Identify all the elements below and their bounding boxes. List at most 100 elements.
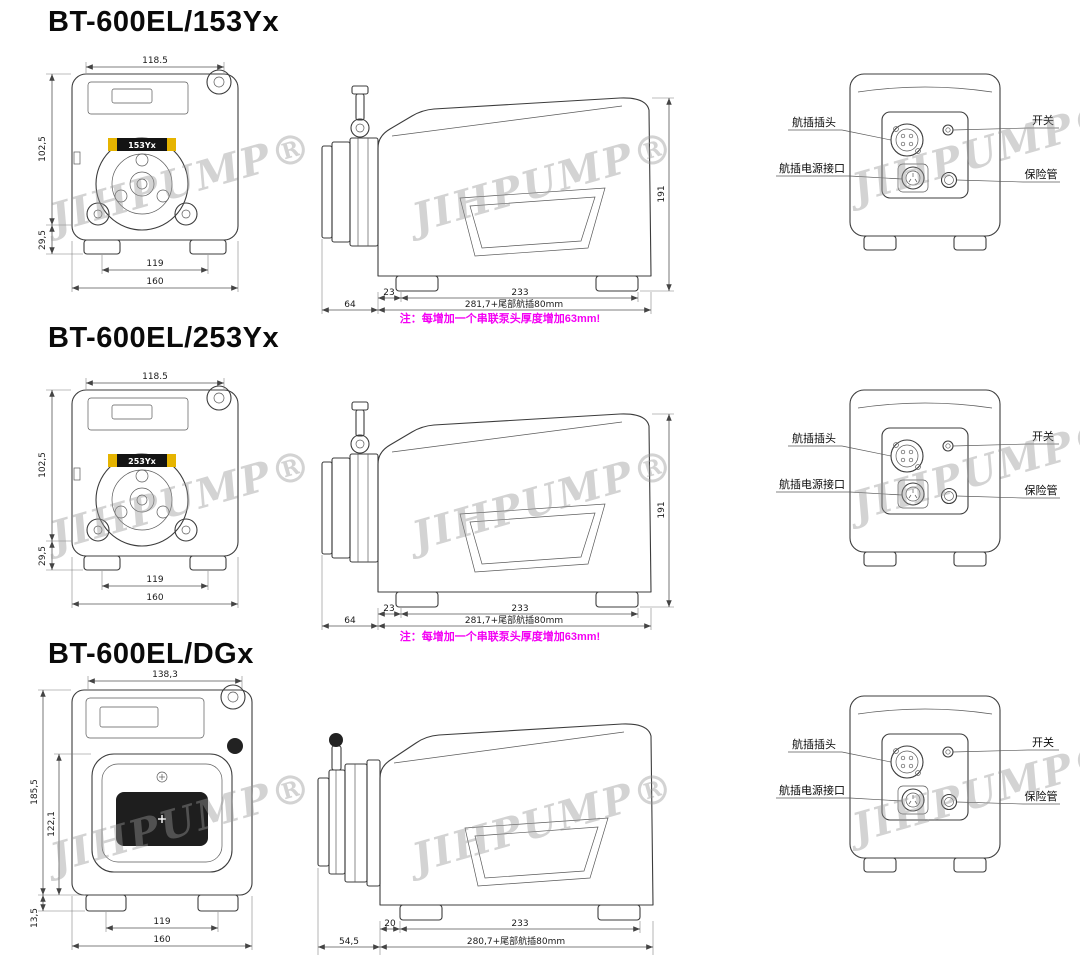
label-switch: 开关 — [1032, 429, 1054, 443]
dim-front-offset: 20 — [384, 919, 396, 929]
dim-feet-spacing: 119 — [146, 575, 163, 585]
dimensions: 118.5 102,5 29,5 119 160 — [38, 372, 239, 608]
pump-head: 253Yx — [86, 453, 198, 547]
dim-overall-width: 160 — [146, 593, 163, 603]
label-power-port: 航插电源接口 — [779, 477, 845, 491]
pump-front-body — [71, 385, 239, 557]
dim-overall-width: 160 — [146, 277, 163, 287]
pump-side-body — [377, 97, 652, 292]
dim-total-height: 191 — [657, 501, 667, 518]
front-view-153yx: 153Yx 118.5 102,5 29,5 119 160 — [32, 52, 272, 307]
dim-feet-spacing: 119 — [146, 259, 163, 269]
foot-rear — [595, 591, 639, 608]
dim-top-width: 138,3 — [152, 670, 178, 680]
dim-base-height: 29,5 — [38, 230, 48, 250]
pump-side-body — [377, 413, 652, 608]
label-aviation-plug: 航插插头 — [792, 115, 836, 129]
label-aviation-plug: 航插插头 — [792, 431, 836, 445]
display-window — [99, 706, 159, 728]
label-fuse: 保险管 — [1025, 789, 1058, 803]
dim-body-height: 102,5 — [38, 136, 48, 162]
serial-head-note: 注：每增加一个串联泵头厚度增加63mm! — [399, 313, 601, 325]
dim-top-width: 118.5 — [142, 372, 168, 382]
dimensions: 191 23 233 64 281,7+尾部航插80mm — [321, 97, 674, 314]
serial-head-note: 注：每增加一个串联泵头厚度增加63mm! — [399, 631, 601, 643]
dim-head-depth: 54,5 — [339, 937, 359, 947]
rear-view-153yx: 航插插头 航插电源接口 开关 保险管 — [772, 60, 1072, 290]
pump-rear-body — [849, 73, 1001, 251]
foot-left — [85, 894, 127, 912]
pump-front-body — [71, 69, 239, 241]
dimensions: 191 23 233 64 281,7+尾部航插80mm — [321, 413, 674, 630]
dim-total-height: 191 — [657, 185, 667, 202]
foot-rear — [595, 275, 639, 292]
dim-front-offset: 23 — [383, 604, 394, 614]
pump-side-body — [379, 723, 654, 921]
callouts: 航插插头 航插电源接口 开关 保险管 — [776, 735, 1060, 805]
speed-knob — [206, 69, 232, 95]
pump-front-body — [71, 684, 253, 896]
side-view-153yx: 191 23 233 64 281,7+尾部航插80mm — [300, 48, 700, 314]
label-fuse: 保险管 — [1025, 483, 1058, 497]
fuse-holder — [940, 487, 958, 505]
foot-left — [83, 555, 121, 571]
dim-front-offset: 23 — [383, 288, 394, 298]
rear-view-253yx: 航插插头 航插电源接口 开关 保险管 — [772, 376, 1072, 606]
clamp-lever — [355, 409, 365, 437]
power-switch — [942, 124, 954, 136]
dim-foot-height: 13,5 — [30, 908, 40, 928]
foot-front — [395, 591, 439, 608]
foot-front — [395, 275, 439, 292]
power-socket — [901, 482, 925, 506]
clamp-knob — [227, 738, 243, 754]
section-title-253yx: BT-600EL/253Yx — [48, 322, 280, 354]
clamp-lever — [355, 93, 365, 121]
dim-top-width: 118.5 — [142, 56, 168, 66]
pump-head-side — [321, 85, 379, 247]
label-fuse: 保险管 — [1025, 167, 1058, 181]
dim-total-depth: 280,7+尾部航插80mm — [467, 935, 565, 947]
connector-panel — [881, 733, 969, 821]
side-view-253yx: 191 23 233 64 281,7+尾部航插80mm — [300, 364, 700, 630]
section-title-dgx: BT-600EL/DGx — [48, 638, 254, 670]
label-power-port: 航插电源接口 — [779, 161, 845, 175]
pump-head: 153Yx — [86, 137, 198, 231]
dim-base-height: 29,5 — [38, 546, 48, 566]
pump-head-dg — [91, 753, 233, 873]
power-socket — [901, 166, 925, 190]
dimensions: 138,3 185,5 13,5 122,1 119 160 — [30, 670, 253, 950]
label-aviation-plug: 航插插头 — [792, 737, 836, 751]
callouts: 航插插头 航插电源接口 开关 保险管 — [776, 429, 1060, 499]
front-view-253yx: 253Yx 118.5 102,5 29,5 119 160 — [32, 368, 272, 623]
clamp-lever — [331, 745, 342, 771]
label-power-port: 航插电源接口 — [779, 783, 845, 797]
dim-head-depth: 64 — [344, 300, 356, 310]
dimensions: 118.5 102,5 29,5 119 160 — [38, 56, 239, 292]
display-window — [111, 88, 153, 104]
control-panel — [87, 81, 189, 115]
dim-feet-span: 233 — [511, 604, 528, 614]
dim-feet-spacing: 119 — [153, 917, 170, 927]
label-switch: 开关 — [1032, 113, 1054, 127]
dim-head-depth: 64 — [344, 616, 356, 626]
dim-feet-span: 233 — [511, 919, 528, 929]
dimensions: 20 233 54,5 280,7+尾部航插80mm — [317, 868, 654, 955]
control-panel — [87, 397, 189, 431]
power-switch — [942, 746, 954, 758]
dim-head-height: 122,1 — [47, 811, 57, 837]
pump-head-side-dg — [317, 733, 381, 887]
pump-rear-body — [849, 389, 1001, 567]
speed-knob — [206, 385, 232, 411]
section-title-153yx: BT-600EL/153Yx — [48, 6, 280, 38]
pump-rear-body — [849, 695, 1001, 873]
side-view-dgx: 20 233 54,5 280,7+尾部航插80mm — [300, 670, 700, 955]
head-model-badge: 253Yx — [128, 457, 156, 466]
fuse-holder — [940, 171, 958, 189]
callouts: 航插插头 航插电源接口 开关 保险管 — [776, 113, 1060, 183]
control-panel — [85, 697, 205, 739]
connector-panel — [881, 111, 969, 199]
fuse-holder — [940, 793, 958, 811]
foot-front — [399, 904, 443, 921]
foot-rear — [597, 904, 641, 921]
